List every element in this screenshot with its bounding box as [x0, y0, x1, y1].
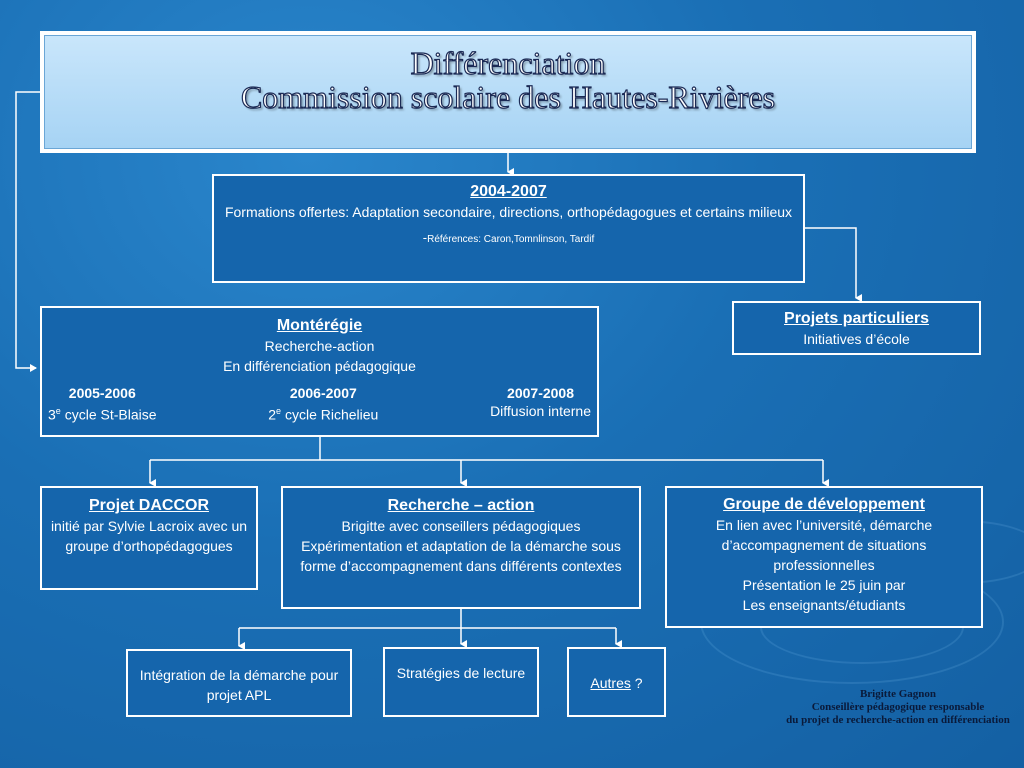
- box-2004-heading: 2004-2007: [470, 183, 547, 200]
- recherche-heading: Recherche – action: [387, 497, 535, 514]
- monteregie-line2: En différenciation pédagogique: [223, 358, 416, 374]
- title-line-1: Différenciation: [410, 45, 606, 81]
- signature-line2: Conseillère pédagogique responsable: [811, 701, 985, 713]
- col-1-num: 3: [48, 406, 56, 423]
- autres-link[interactable]: Autres: [590, 675, 631, 691]
- col-2-year: 2006-2007: [289, 385, 357, 401]
- groupe-line3: Les enseignants/étudiants: [742, 597, 906, 613]
- groupe-line2: Présentation le 25 juin par: [742, 577, 906, 593]
- projets-heading: Projets particuliers: [784, 310, 929, 327]
- col-2-text: cycle Richelieu: [281, 406, 379, 423]
- monteregie-col-1: 2005-2006 3e cycle St-Blaise: [48, 384, 157, 424]
- integration-text: Intégration de la démarche pour projet A…: [139, 667, 339, 703]
- groupe-heading: Groupe de développement: [723, 496, 925, 513]
- col-1-sup: e: [55, 406, 61, 416]
- title-line-2: Commission scolaire des Hautes-Rivières: [240, 79, 776, 115]
- strategies-text: Stratégies de lecture: [396, 665, 526, 681]
- box-2004-2007: 2004-2007 Formations offertes: Adaptatio…: [212, 174, 805, 283]
- monteregie-heading: Montérégie: [276, 317, 363, 334]
- signature-line3: du projet de recherche-action en différe…: [786, 714, 1010, 726]
- col-1-year: 2005-2006: [68, 385, 136, 401]
- box-2004-text: Formations offertes: Adaptation secondai…: [224, 204, 793, 220]
- box-groupe-developpement: Groupe de développement En lien avec l’u…: [665, 486, 983, 628]
- refs-text: Références: Caron,Tomnlinson, Tardif: [427, 234, 595, 245]
- box-2004-refs: -Références: Caron,Tomnlinson, Tardif: [214, 228, 803, 250]
- box-strategies: Stratégies de lecture: [383, 647, 539, 717]
- box-recherche-action: Recherche – action Brigitte avec conseil…: [281, 486, 641, 609]
- monteregie-col-3: 2007-2008 Diffusion interne: [490, 384, 591, 424]
- groupe-line1: En lien avec l’université, démarche d’ac…: [715, 517, 933, 573]
- box-integration: Intégration de la démarche pour projet A…: [126, 649, 352, 717]
- col-1-text: cycle St-Blaise: [60, 406, 157, 423]
- col-2-sup: e: [276, 406, 282, 416]
- monteregie-col-2: 2006-2007 2e cycle Richelieu: [268, 384, 378, 424]
- title-box: Différenciation Commission scolaire des …: [40, 31, 976, 153]
- col-2-num: 2: [268, 406, 277, 423]
- box-projets-particuliers: Projets particuliers Initiatives d’école: [732, 301, 981, 355]
- daccor-text: initié par Sylvie Lacroix avec un groupe…: [50, 518, 248, 554]
- recherche-line1: Brigitte avec conseillers pédagogiques: [341, 518, 581, 534]
- box-projet-daccor: Projet DACCOR initié par Sylvie Lacroix …: [40, 486, 258, 590]
- autres-suffix: ?: [630, 675, 643, 691]
- projets-text: Initiatives d’école: [803, 331, 910, 347]
- signature: Brigitte Gagnon Conseillère pédagogique …: [786, 688, 1010, 727]
- signature-line1: Brigitte Gagnon: [859, 688, 937, 700]
- refs-prefix: -: [422, 230, 428, 245]
- daccor-heading: Projet DACCOR: [88, 497, 209, 514]
- col-3-text: Diffusion interne: [490, 403, 591, 419]
- monteregie-line1: Recherche-action: [264, 338, 375, 354]
- box-autres: Autres ?: [567, 647, 666, 717]
- box-monteregie: Montérégie Recherche-action En différenc…: [40, 306, 599, 437]
- recherche-line2: Expérimentation et adaptation de la déma…: [300, 538, 622, 574]
- col-3-year: 2007-2008: [507, 385, 574, 401]
